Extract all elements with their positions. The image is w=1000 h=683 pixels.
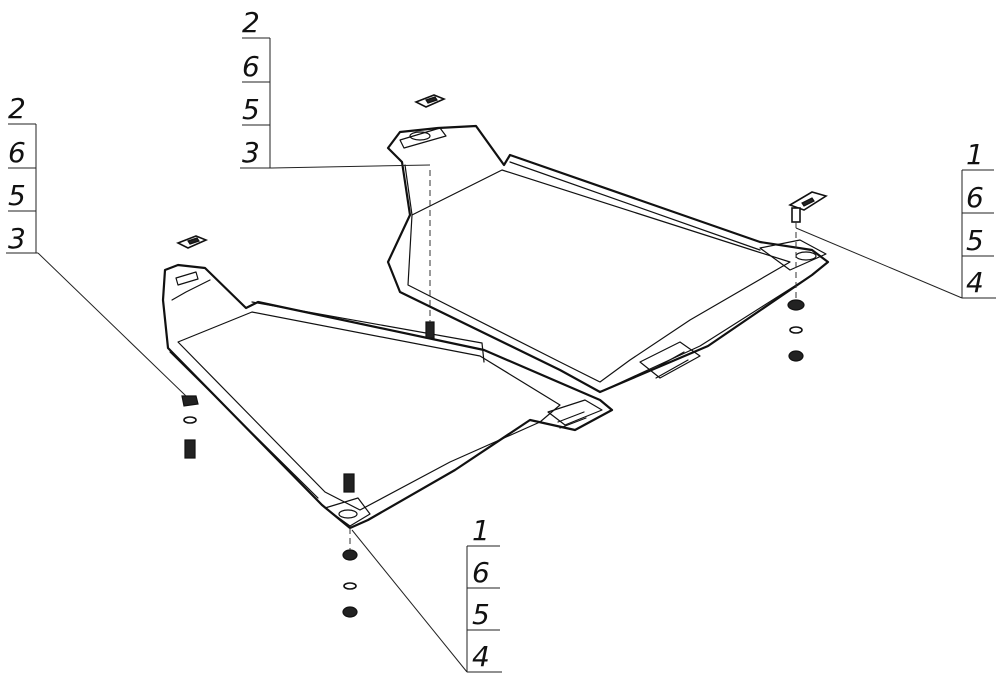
callout-upper-left-2: 6 — [8, 136, 26, 169]
callout-upper-middle-3: 5 — [242, 93, 260, 126]
callout-upper-left-1: 2 — [8, 92, 26, 125]
right-skid-plate — [386, 124, 830, 394]
callout-right-2: 6 — [966, 181, 984, 214]
callout-upper-left: 2 6 5 3 — [6, 92, 187, 397]
bolt-stack-right — [787, 222, 805, 362]
callout-right: 1 6 5 4 — [795, 138, 996, 299]
callout-right-4: 4 — [966, 266, 984, 299]
callout-right-1: 1 — [966, 138, 984, 171]
callout-right-3: 5 — [966, 224, 984, 257]
callout-upper-middle: 2 6 5 3 — [240, 6, 431, 169]
callout-upper-middle-2: 6 — [242, 50, 260, 83]
top-clip-right — [788, 191, 828, 223]
top-clip-left — [176, 235, 209, 249]
callout-upper-left-4: 3 — [8, 222, 26, 255]
callout-upper-left-3: 5 — [8, 179, 26, 212]
callout-upper-middle-1: 2 — [242, 6, 260, 39]
callout-bottom-4: 4 — [472, 640, 490, 673]
stud-middle — [425, 170, 435, 339]
callout-bottom: 1 6 5 4 — [351, 514, 502, 673]
bolt-stack-left — [181, 395, 199, 459]
top-clip-middle — [414, 94, 447, 108]
bolt-stack-bottom — [342, 473, 358, 618]
callout-upper-middle-4: 3 — [242, 136, 260, 169]
callout-bottom-1: 1 — [472, 514, 490, 547]
callout-bottom-3: 5 — [472, 598, 490, 631]
left-skid-plate — [161, 263, 614, 530]
callout-bottom-2: 6 — [472, 556, 490, 589]
